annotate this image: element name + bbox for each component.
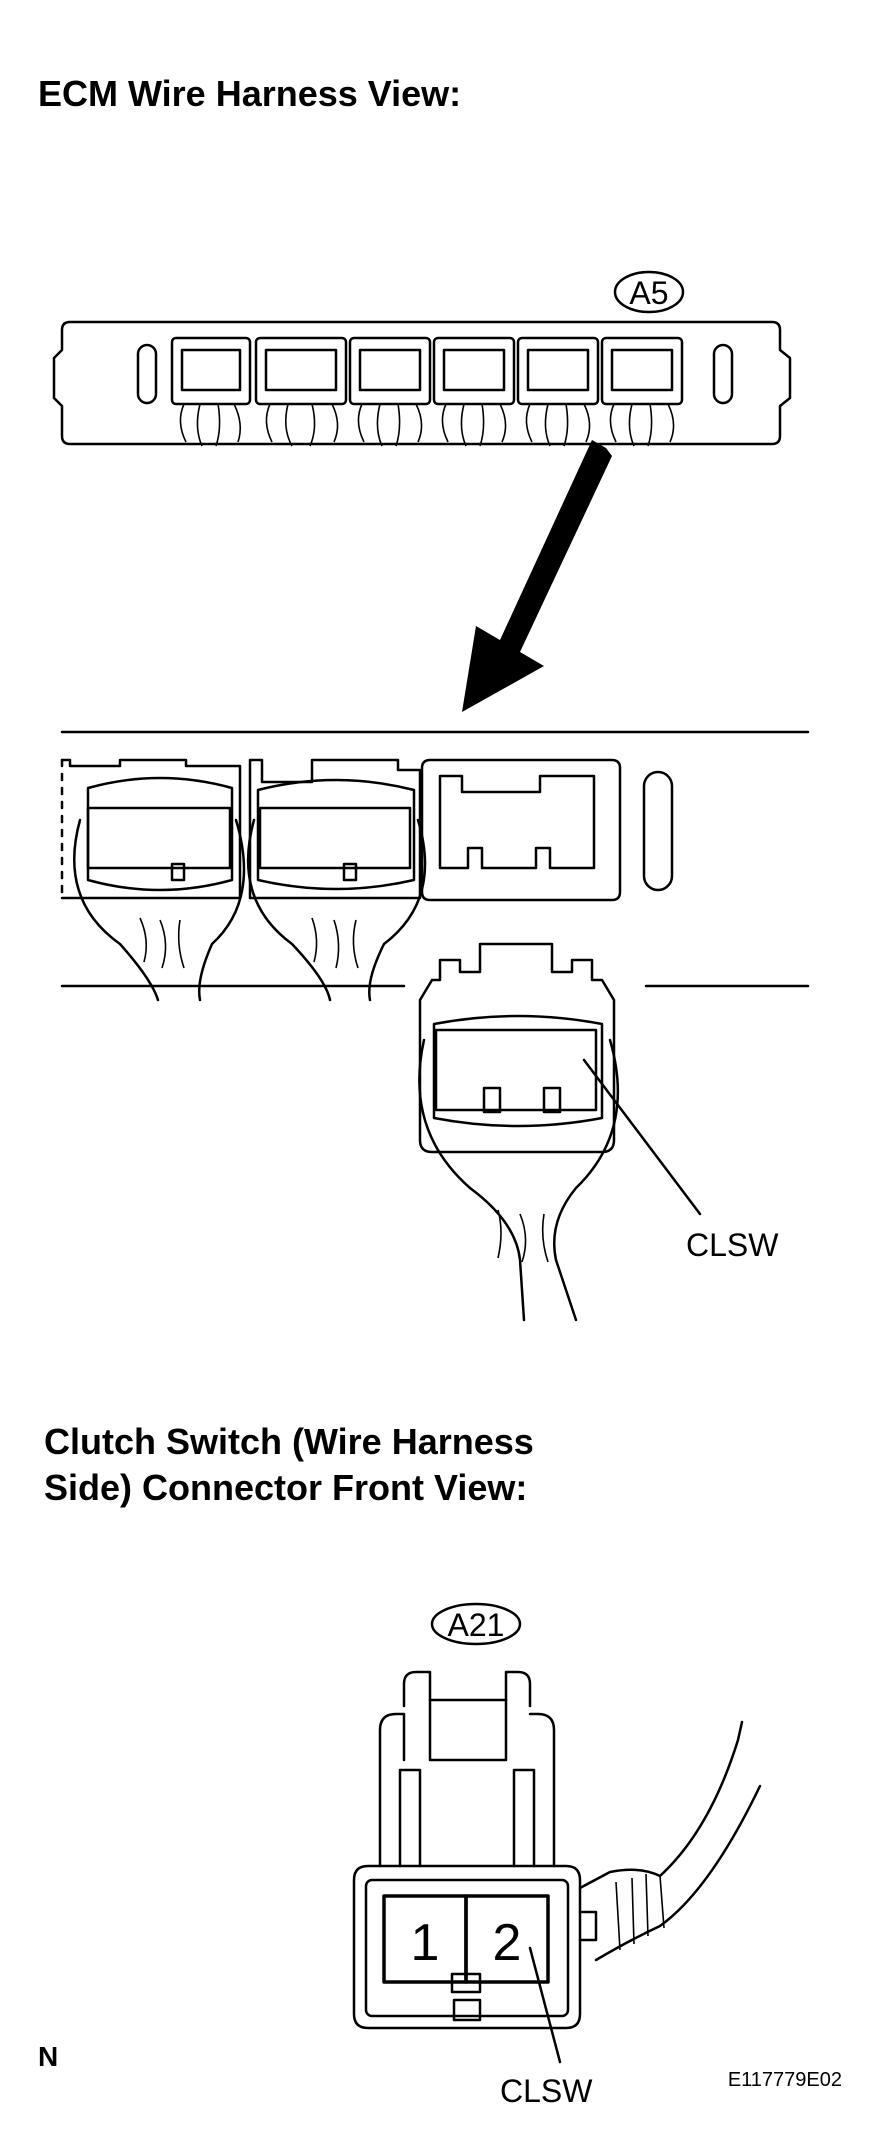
ecm-connector-4 <box>432 336 516 447</box>
clutch-switch-connector: A21 1 2 CLSW <box>352 1602 762 2109</box>
ecm-connector-2 <box>254 336 348 447</box>
clutch-connector-code-oval <box>430 1602 522 1646</box>
ecm-connector-3 <box>348 336 432 447</box>
zoomed-mounting-slot <box>642 770 674 892</box>
clsw-leader-clutch <box>528 1946 562 2064</box>
clsw-leader-ecm <box>582 1058 702 1216</box>
ecm-connector-a5 <box>600 336 684 447</box>
clutch-connector-code: A21 <box>448 1607 505 1643</box>
pin-cavity-2 <box>464 1894 550 1984</box>
ecm-connector-1 <box>170 336 252 447</box>
clutch-view-heading-line2: Side) Connector Front View: <box>44 1467 528 1508</box>
orientation-mark: N <box>38 2041 58 2072</box>
clsw-terminal-label-ecm: CLSW <box>686 1227 779 1263</box>
clutch-view-heading-line1: Clutch Switch (Wire Harness <box>44 1421 534 1462</box>
ecm-connector-code: A5 <box>629 275 668 311</box>
figure-id: E117779E02 <box>728 2069 842 2091</box>
zoom-arrow <box>462 440 612 712</box>
ecm-view-heading: ECM Wire Harness View: <box>38 73 462 114</box>
clsw-terminal-label-clutch: CLSW <box>500 2073 593 2109</box>
zoomed-connector-middle <box>246 758 427 1002</box>
ecm-connector-5 <box>516 336 600 447</box>
ecm-connector-code-oval <box>613 270 685 314</box>
pin-2-number: 2 <box>493 1914 522 1972</box>
zoomed-empty-socket <box>420 758 622 902</box>
ecm-unit: A5 <box>52 270 792 447</box>
zoomed-connector-clsw <box>418 942 702 1322</box>
ecm-zoomed-view: CLSW <box>60 730 810 1322</box>
pin-1-number: 1 <box>411 1914 440 1972</box>
zoomed-connector-left <box>60 758 246 1002</box>
